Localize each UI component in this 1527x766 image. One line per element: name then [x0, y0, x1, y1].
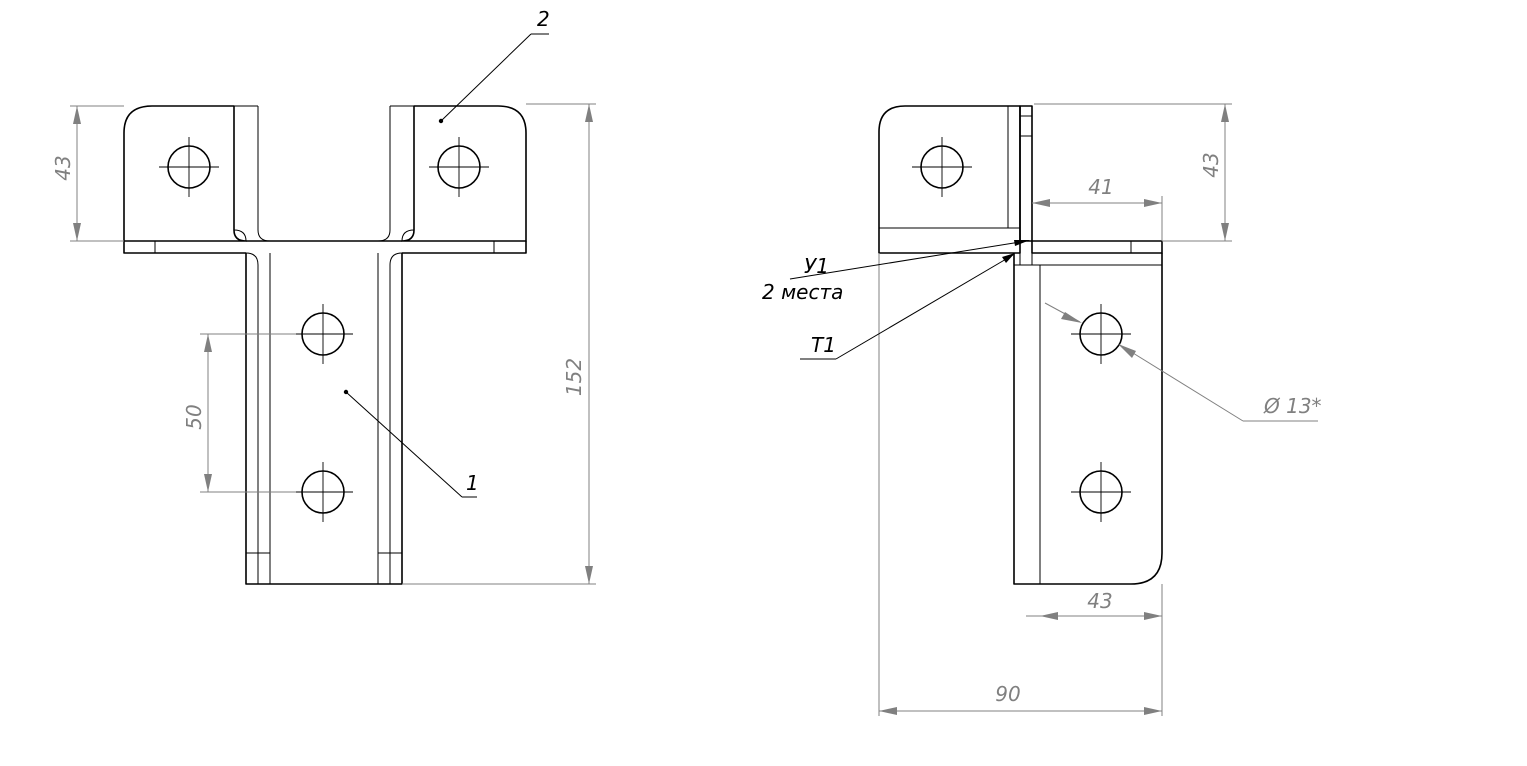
side-lower-plate	[1013, 253, 1163, 585]
hole-center-upper	[292, 303, 354, 365]
weld-callout-t1: Т1	[800, 253, 1015, 360]
dimension-text: 152	[562, 358, 586, 396]
weld-u1-label: У1	[804, 254, 829, 278]
dimension-text: 41	[1088, 175, 1113, 199]
dimension-text: 43	[51, 155, 75, 180]
side-horizontal-flange	[1031, 240, 1163, 254]
dimension-43-front: 43	[51, 105, 124, 242]
callout-text: 1	[466, 471, 479, 495]
weld-t1-label: Т1	[811, 333, 836, 357]
weld-callout-u1: У1 2 места	[762, 240, 1030, 304]
dimension-text: 43	[1087, 589, 1112, 613]
callout-part-2: 2	[438, 7, 550, 124]
dimension-hole-diameter: Ø 13*	[1044, 302, 1322, 422]
right-top-flange	[401, 105, 527, 242]
dimension-43-side-top: 43	[1034, 103, 1232, 242]
hole-top-left	[158, 136, 220, 198]
callout-part-1: 1	[343, 389, 479, 498]
dimension-text: 43	[1199, 152, 1223, 177]
weld-u1-note: 2 места	[762, 280, 843, 304]
dimension-152: 152	[402, 103, 596, 585]
hole-center-lower	[292, 461, 354, 523]
dimension-50: 50	[182, 333, 296, 493]
center-plate	[245, 253, 403, 585]
side-hole-top	[911, 136, 973, 198]
dimension-text: 50	[182, 404, 206, 429]
dimension-43-side-bottom: 43	[1026, 584, 1163, 624]
front-view: 43 50 152 2	[51, 7, 596, 585]
hole-top-right	[428, 136, 490, 198]
dimension-41: 41	[1032, 175, 1163, 241]
callout-text: 2	[537, 7, 550, 31]
side-top-flange	[878, 105, 1021, 254]
side-hole-lower	[1070, 461, 1132, 523]
left-top-flange	[123, 105, 247, 242]
side-hole-upper	[1070, 303, 1132, 365]
dimension-90: 90	[878, 253, 1163, 716]
dimension-text: 90	[995, 682, 1020, 706]
dimension-text: Ø 13*	[1263, 394, 1322, 418]
side-view: 43 41 43 90	[762, 103, 1322, 716]
